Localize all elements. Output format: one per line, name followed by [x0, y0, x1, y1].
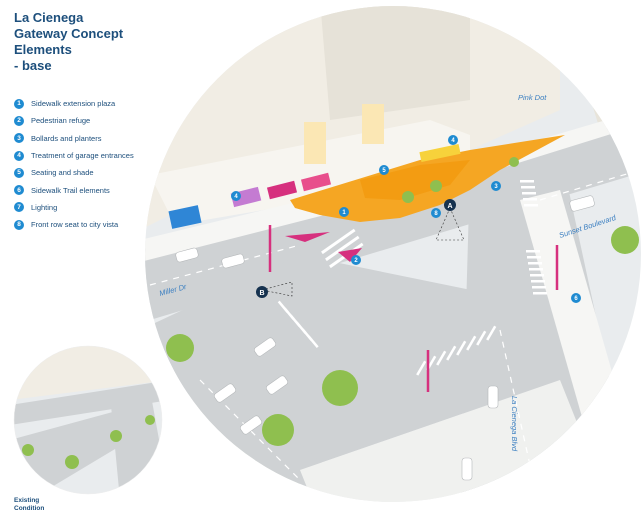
map-marker-3: 3 [491, 181, 501, 191]
map-marker-2: 2 [351, 255, 361, 265]
map-marker-1: 1 [339, 207, 349, 217]
existing-condition-label-line: Existing [14, 497, 74, 505]
view-marker-a: A [444, 199, 456, 211]
main-circle-view [140, 0, 644, 520]
map-marker-5: 5 [379, 165, 389, 175]
map-marker-8: 8 [431, 208, 441, 218]
mural-poster [304, 122, 326, 164]
pink-dot-label: Pink Dot [518, 93, 547, 102]
existing-condition-inset [10, 340, 170, 500]
map-marker-6: 6 [571, 293, 581, 303]
map-marker-4: 4 [231, 191, 241, 201]
map-marker-4: 4 [448, 135, 458, 145]
view-marker-letter: A [447, 203, 452, 210]
la-cienega-blvd-label: La Cienega Blvd [510, 396, 519, 452]
building-tower [320, 0, 470, 120]
existing-condition-label: Existing Condition [14, 497, 74, 513]
view-marker-letter: B [259, 290, 264, 297]
existing-condition-label-line: Condition [14, 505, 74, 513]
mural-poster [362, 104, 384, 144]
view-marker-b: B [256, 286, 268, 298]
